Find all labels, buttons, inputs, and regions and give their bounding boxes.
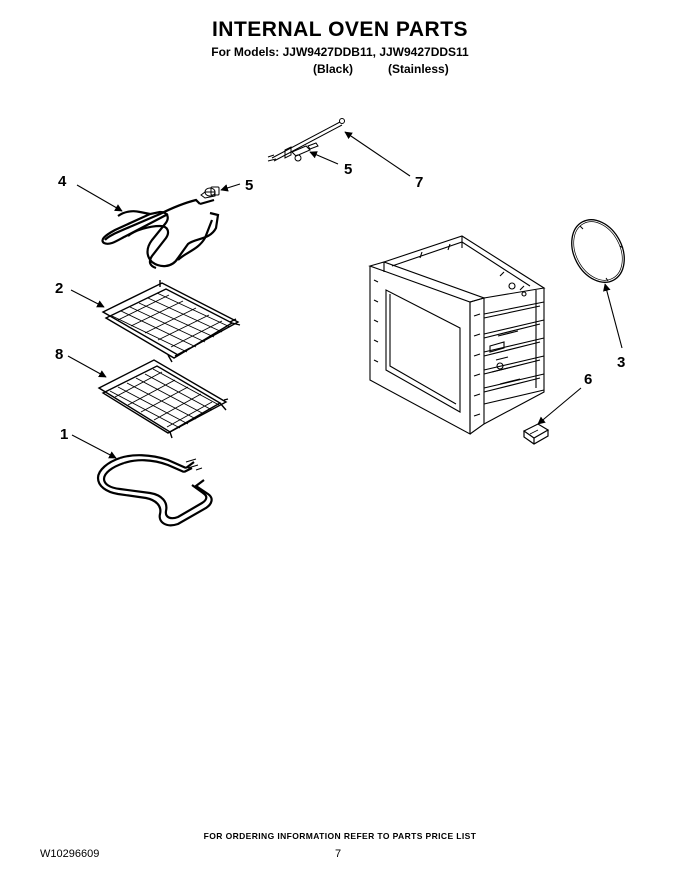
page-title: INTERNAL OVEN PARTS xyxy=(211,18,469,41)
finish-black-label: (Black) xyxy=(313,62,354,76)
part-7-sensor-harness xyxy=(267,118,345,162)
callout-4: 4 xyxy=(58,173,67,190)
part-1-broil-element xyxy=(96,454,213,527)
part-6-bracket xyxy=(522,423,550,445)
page-number: 7 xyxy=(335,848,342,860)
leader-lines xyxy=(67,131,623,459)
part-8-oven-rack xyxy=(97,359,229,439)
callout-1: 1 xyxy=(60,426,68,443)
finish-stainless-label: (Stainless) xyxy=(388,62,449,76)
ordering-info: FOR ORDERING INFORMATION REFER TO PARTS … xyxy=(203,831,477,841)
part-4-bake-element xyxy=(101,198,220,270)
part-5-connector-upper xyxy=(291,142,319,162)
callout-3: 3 xyxy=(617,354,625,371)
document-number: W10296609 xyxy=(40,848,100,860)
callout-7: 7 xyxy=(415,174,423,191)
part-3-gasket xyxy=(571,219,625,283)
oven-cavity-liner xyxy=(368,235,546,435)
part-2-oven-rack xyxy=(101,280,241,363)
part-5-nut-left xyxy=(200,186,220,199)
callout-5-upper: 5 xyxy=(344,161,352,178)
callout-5-left: 5 xyxy=(245,177,253,194)
callout-6: 6 xyxy=(584,371,592,388)
callout-2: 2 xyxy=(55,280,63,297)
callout-8: 8 xyxy=(55,346,63,363)
models-line: For Models: JJW9427DDB11, JJW9427DDS11 xyxy=(211,45,469,59)
